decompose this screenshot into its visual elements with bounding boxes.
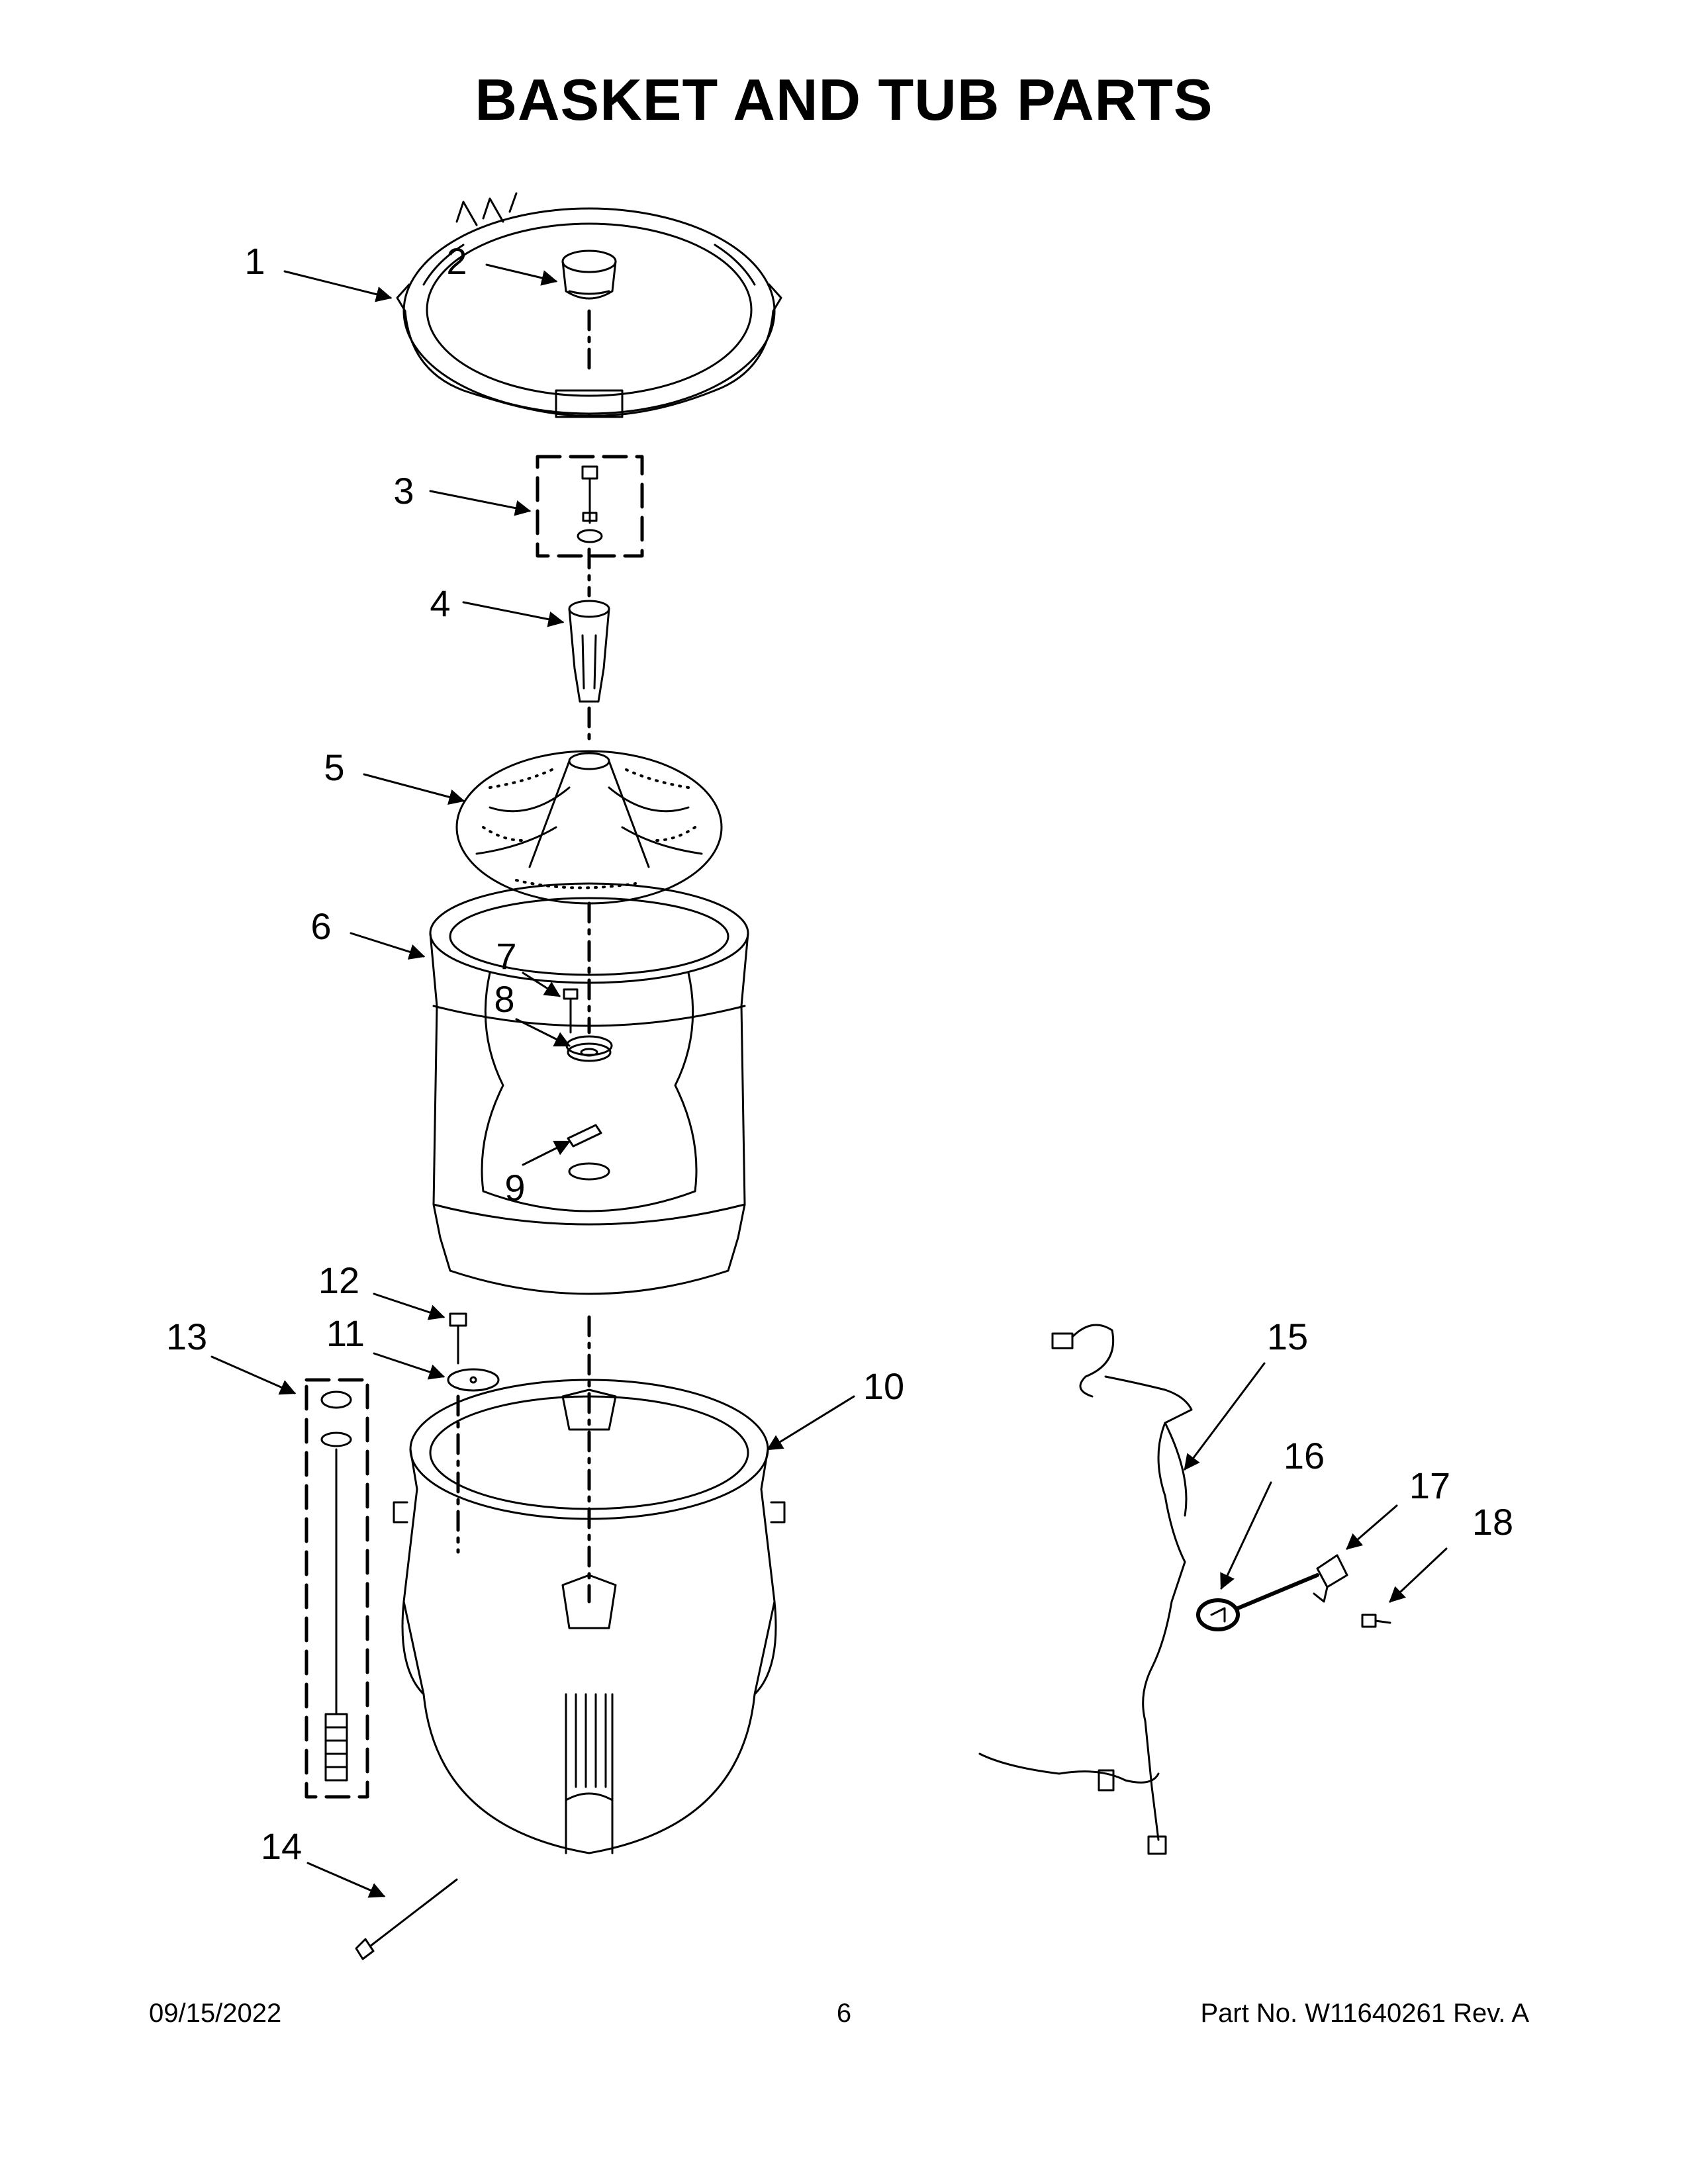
callout-15: 15 (1266, 1316, 1309, 1357)
wash-basket-icon (429, 882, 749, 1295)
agitator-cap-icon (561, 250, 617, 300)
hub-key-icon (567, 1124, 602, 1148)
callout-2: 2 (446, 240, 467, 282)
callout-14: 14 (260, 1825, 303, 1867)
screw-icon (563, 988, 579, 1034)
callout-8: 8 (494, 978, 515, 1020)
callout-17: 17 (1409, 1465, 1451, 1506)
callout-5: 5 (324, 747, 345, 788)
footer-date: 09/15/2022 (149, 1999, 282, 2028)
basket-hub-icon (567, 1042, 612, 1062)
callout-13: 13 (165, 1316, 208, 1357)
footer-page-number: 6 (836, 1999, 852, 2028)
suspension-rod-kit-icon (305, 1378, 369, 1799)
callout-18: 18 (1472, 1501, 1514, 1543)
footer-part-number: Part No. W11640261 Rev. A (1200, 1999, 1529, 2028)
thermistor-icon (1196, 1598, 1240, 1631)
plate-icon (447, 1368, 500, 1392)
wire-harness-icon (978, 1324, 1193, 1855)
drive-shaft-coupler-icon (568, 600, 610, 703)
callout-11: 11 (326, 1312, 365, 1354)
callout-7: 7 (496, 935, 517, 977)
assembly-centerline (456, 309, 591, 1604)
callout-6: 6 (310, 905, 332, 947)
page-title: BASKET AND TUB PARTS (475, 67, 1213, 132)
callout-1: 1 (244, 240, 265, 282)
impeller-plate-icon (455, 750, 723, 905)
callout-arrows (211, 263, 1448, 1898)
screw-icon (449, 1312, 467, 1365)
callout-12: 12 (318, 1259, 360, 1301)
callout-3: 3 (393, 470, 414, 512)
bolt-kit-icon (536, 455, 644, 558)
tub-ring-icon (396, 192, 782, 418)
screw-icon (1361, 1614, 1391, 1628)
clip-icon (1313, 1554, 1348, 1603)
callout-16: 16 (1283, 1435, 1325, 1477)
callout-9: 9 (504, 1167, 526, 1208)
callout-10: 10 (863, 1365, 905, 1407)
callout-4: 4 (430, 582, 451, 624)
pressure-hose-icon (355, 1878, 458, 1960)
